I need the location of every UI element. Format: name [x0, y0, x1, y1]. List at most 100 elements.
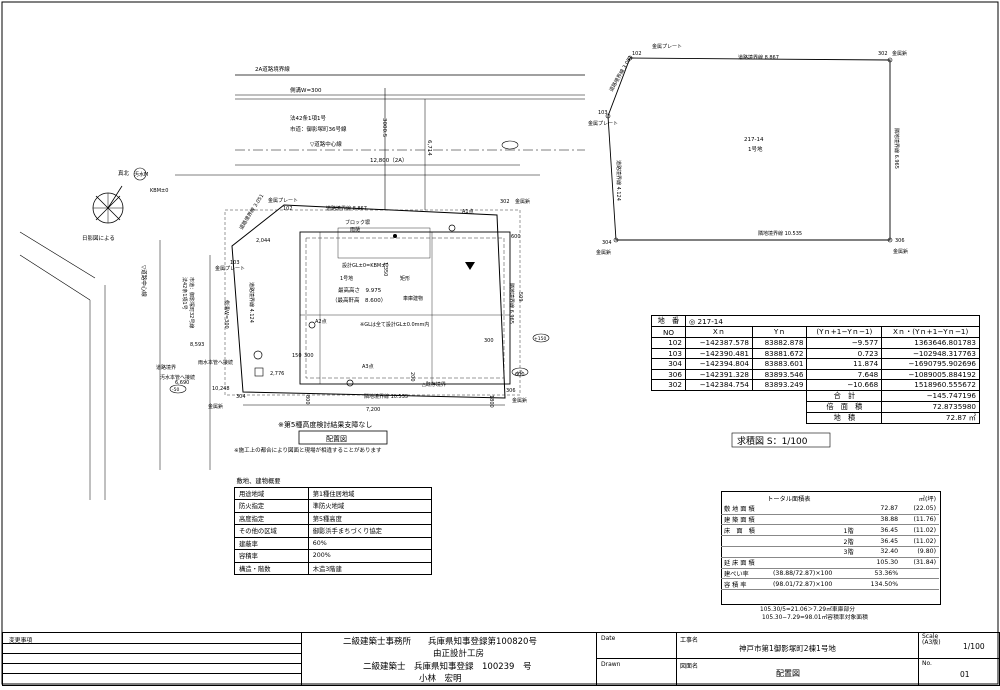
svg-text:1号地: 1号地	[748, 145, 763, 153]
svg-text:300: 300	[304, 353, 314, 359]
table-row: 用途地域第1種住居地域	[234, 486, 433, 500]
site-plan-title: 配置図	[326, 435, 347, 443]
svg-text:12,800（2A）: 12,800（2A）	[370, 157, 408, 164]
svg-text:103: 103	[230, 260, 240, 266]
svg-text:600: 600	[515, 372, 525, 378]
project-label: 工事名	[680, 637, 699, 644]
svg-text:300: 300	[484, 338, 494, 344]
svg-text:▽道路中心線: ▽道路中心線	[140, 265, 148, 297]
svg-text:金属鋲: 金属鋲	[512, 397, 527, 404]
svg-text:金属プレート: 金属プレート	[268, 197, 298, 204]
svg-text:道路境界線 3.051: 道路境界線 3.051	[238, 193, 266, 231]
title-block: 変更事項 二級建築士事務所 兵庫県知事登録第100820号 由正設計工房 二級建…	[2, 632, 1000, 686]
architect-registration: 二級建築士 兵庫県知事登録 100239 号	[363, 662, 532, 672]
svg-text:509: 509	[517, 292, 523, 302]
svg-text:金属プレート: 金属プレート	[215, 265, 245, 272]
svg-text:A3点: A3点	[362, 364, 374, 370]
svg-text:200: 200	[409, 372, 415, 382]
svg-text:600: 600	[511, 234, 521, 240]
svg-text:金属鋲: 金属鋲	[596, 249, 611, 256]
svg-text:A1点: A1点	[462, 209, 474, 215]
svg-text:設計GL±0=KBM±0: 設計GL±0=KBM±0	[342, 262, 389, 269]
lot-header-value: ◎ 217-14	[684, 315, 981, 327]
svg-text:2,044: 2,044	[256, 238, 270, 244]
svg-text:雨樋: 雨樋	[350, 226, 360, 233]
road-name: 市道：御影塚町36号線	[290, 125, 347, 133]
svg-text:道路境界: 道路境界	[156, 364, 176, 371]
svg-text:102: 102	[283, 206, 293, 212]
svg-text:150: 150	[292, 353, 302, 359]
svg-text:1800: 1800	[488, 395, 494, 408]
lot-header-label: 地 番	[651, 315, 686, 327]
scale-value: 1/100	[963, 642, 985, 651]
svg-text:道路境界線 4.124: 道路境界線 4.124	[615, 160, 622, 201]
north-arrow-icon	[92, 185, 124, 224]
building-outline	[299, 231, 511, 385]
svg-text:302: 302	[500, 199, 510, 205]
svg-text:304: 304	[602, 240, 612, 246]
svg-text:10,248: 10,248	[212, 386, 230, 392]
svg-text:800: 800	[304, 395, 310, 405]
svg-text:金属プレート: 金属プレート	[652, 43, 682, 50]
svg-text:最高高さ 9.975: 最高高さ 9.975	[338, 286, 382, 294]
road-center-label: ▽道路中心線	[310, 140, 342, 148]
svg-text:隣地境界線 10.535: 隣地境界線 10.535	[758, 230, 802, 237]
drawing-name: 配置図	[776, 669, 800, 678]
svg-text:KBM±0: KBM±0	[150, 188, 168, 194]
svg-text:汚水本管へ接続: 汚水本管へ接続	[160, 374, 195, 381]
svg-text:隣地境界線 6.965: 隣地境界線 6.965	[508, 283, 515, 324]
svg-text:△既存境界: △既存境界	[422, 381, 446, 388]
svg-text:市道：御影塚町32号線: 市道：御影塚町32号線	[188, 277, 195, 328]
svg-text:102: 102	[632, 51, 642, 57]
svg-text:道路境界線 8.867: 道路境界線 8.867	[326, 205, 367, 212]
svg-text:雨水本管へ接続: 雨水本管へ接続	[198, 359, 233, 366]
construction-note: ※施工上の都合により図面と現場が相違することがあります	[234, 446, 382, 454]
svg-text:汚水M: 汚水M	[134, 171, 148, 178]
road-boundary-label: 2A道路境界線	[255, 65, 290, 73]
coordinate-table: 地 番 ◎ 217-14 NO Xｎ Yｎ (Yｎ+1−Yｎ−1) Xｎ・(Yｎ…	[651, 315, 981, 424]
change-log-label: 変更事項	[9, 638, 33, 644]
svg-text:金属鋲: 金属鋲	[515, 198, 530, 205]
svg-text:2,776: 2,776	[270, 371, 284, 377]
svg-text:1号地: 1号地	[340, 275, 353, 282]
svg-text:-50: -50	[172, 387, 179, 393]
svg-text:217-14: 217-14	[744, 137, 764, 143]
table-row: 構造・階数木造3階建	[234, 561, 433, 575]
sheet-no-label: No.	[922, 660, 932, 667]
svg-text:金属鋲: 金属鋲	[893, 248, 908, 255]
table-row: その他の区域御影浜手まちづくり協定	[234, 524, 433, 538]
svg-text:306: 306	[895, 238, 905, 244]
drawn-label: Drawn	[601, 661, 621, 668]
date-label: Date	[601, 635, 616, 642]
drawing-label: 図面名	[680, 663, 699, 670]
area-note-1: 105.30/5=21.06＞7.29㎡車庫部分	[760, 607, 856, 613]
project-name: 神戸市第1御影塚町2棟1号地	[739, 644, 836, 653]
gutter-label: 側溝W=300	[290, 86, 322, 94]
svg-text:304: 304	[236, 394, 246, 400]
area-calc-title: 求積図 S：1/100	[737, 435, 808, 447]
svg-text:※GLは全て設計GL±0.0mm内: ※GLは全て設計GL±0.0mm内	[360, 321, 429, 328]
svg-text:側溝W=300: 側溝W=300	[223, 300, 230, 329]
manhole-icon	[133, 167, 147, 181]
svg-text:矩形: 矩形	[400, 275, 410, 282]
svg-text:A2点: A2点	[315, 319, 327, 325]
svg-text:ブロック塀: ブロック塀	[345, 219, 370, 226]
svg-text:道路境界線 4.124: 道路境界線 4.124	[248, 282, 255, 323]
svg-text:真北: 真北	[118, 169, 130, 177]
svg-text:日影図による: 日影図による	[82, 234, 115, 242]
scale-label: Scale (A3版)	[922, 633, 941, 646]
svg-text:道路境界線 8.867: 道路境界線 8.867	[738, 54, 779, 61]
